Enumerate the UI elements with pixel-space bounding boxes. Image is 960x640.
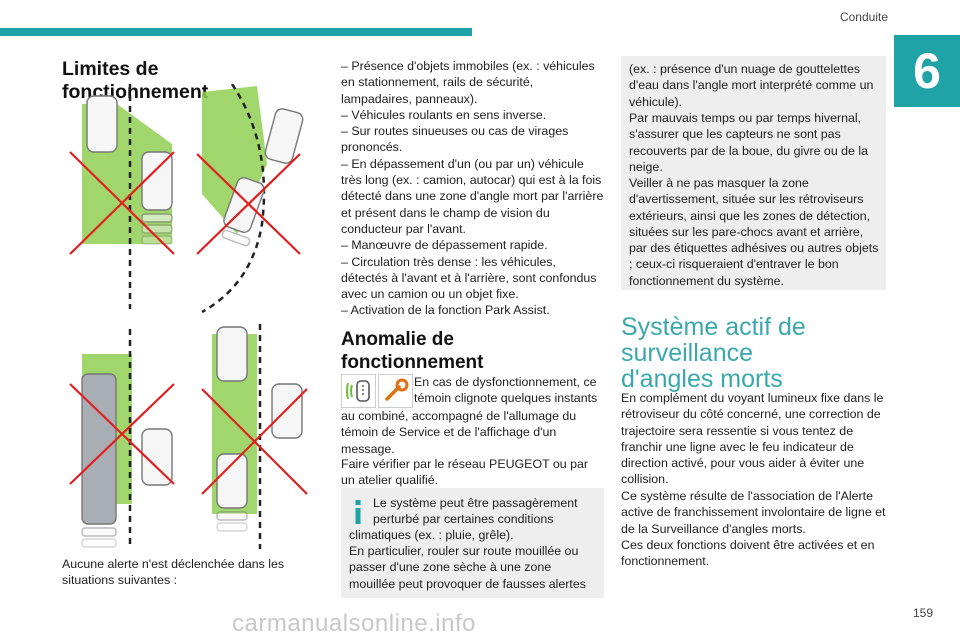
anomaly-text-intro: En cas de dysfonctionnement, ce témoin c… xyxy=(414,375,598,406)
scenario-illustrations xyxy=(69,84,308,549)
info-text-climate: climatiques (ex. : pluie, grêle). xyxy=(349,528,514,542)
info-box: Le système peut être passagèrement pertu… xyxy=(341,488,604,598)
box-text-example: (ex. : présence d'un nuage de gouttelett… xyxy=(629,62,874,109)
list-item: – Activation de la fonction Park Assist. xyxy=(341,303,550,318)
active-blind-spot-title: Système actif de surveillance d'angles m… xyxy=(621,313,806,393)
chapter-number: 6 xyxy=(894,35,960,107)
list-item: – Présence d'objets immobiles (ex. : véh… xyxy=(341,59,595,106)
box-text-masking: Veiller à ne pas masquer la zone d'avert… xyxy=(629,176,879,288)
watermark: carmanualsonline.info xyxy=(232,610,476,637)
anomaly-advice: Faire vérifier par le réseau PEUGEOT ou … xyxy=(341,457,588,488)
active-blind-spot-para1: En complément du voyant lumineux fixe da… xyxy=(621,391,884,487)
limits-list: – Présence d'objets immobiles (ex. : véh… xyxy=(341,58,605,319)
list-item: – En dépassement d'un (ou par un) véhicu… xyxy=(341,156,604,236)
scenario-curved-road xyxy=(196,84,304,314)
scenario-long-vehicle xyxy=(69,329,175,549)
list-item: – Circulation très dense : les véhicules… xyxy=(341,254,597,302)
active-blind-spot-para3: Ces deux fonctions doivent être activées… xyxy=(621,538,875,569)
warning-continuation-box: (ex. : présence d'un nuage de gouttelett… xyxy=(621,56,886,290)
active-blind-spot-para2: Ce système résulte de l'association de l… xyxy=(621,489,886,536)
page-number: 159 xyxy=(912,606,933,620)
scenario-dense-traffic xyxy=(201,324,308,549)
box-text-weather: Par mauvais temps ou par temps hivernal,… xyxy=(629,111,869,174)
scenario-parked-vehicle xyxy=(69,84,175,309)
info-text-wet-road: En particulier, rouler sur route mouillé… xyxy=(349,544,586,591)
list-item: – Sur routes sinueuses ou cas de virages… xyxy=(341,124,569,155)
list-item: – Véhicules roulants en sens inverse. xyxy=(341,107,547,122)
list-item: – Manœuvre de dépassement rapide. xyxy=(341,238,548,253)
info-icon xyxy=(353,500,363,524)
blind-spot-warning-icon xyxy=(341,374,376,408)
anomaly-title: Anomalie de fonctionnement xyxy=(341,329,484,373)
service-wrench-icon xyxy=(378,374,413,408)
anomaly-text: au combiné, accompagné de l'allumage du … xyxy=(341,409,577,456)
header-accent-bar xyxy=(0,28,472,36)
section-label: Conduite xyxy=(839,10,888,24)
info-text-intro: Le système peut être passagèrement pertu… xyxy=(373,496,578,527)
limits-caption: Aucune alerte n'est déclenchée dans les … xyxy=(62,557,285,588)
